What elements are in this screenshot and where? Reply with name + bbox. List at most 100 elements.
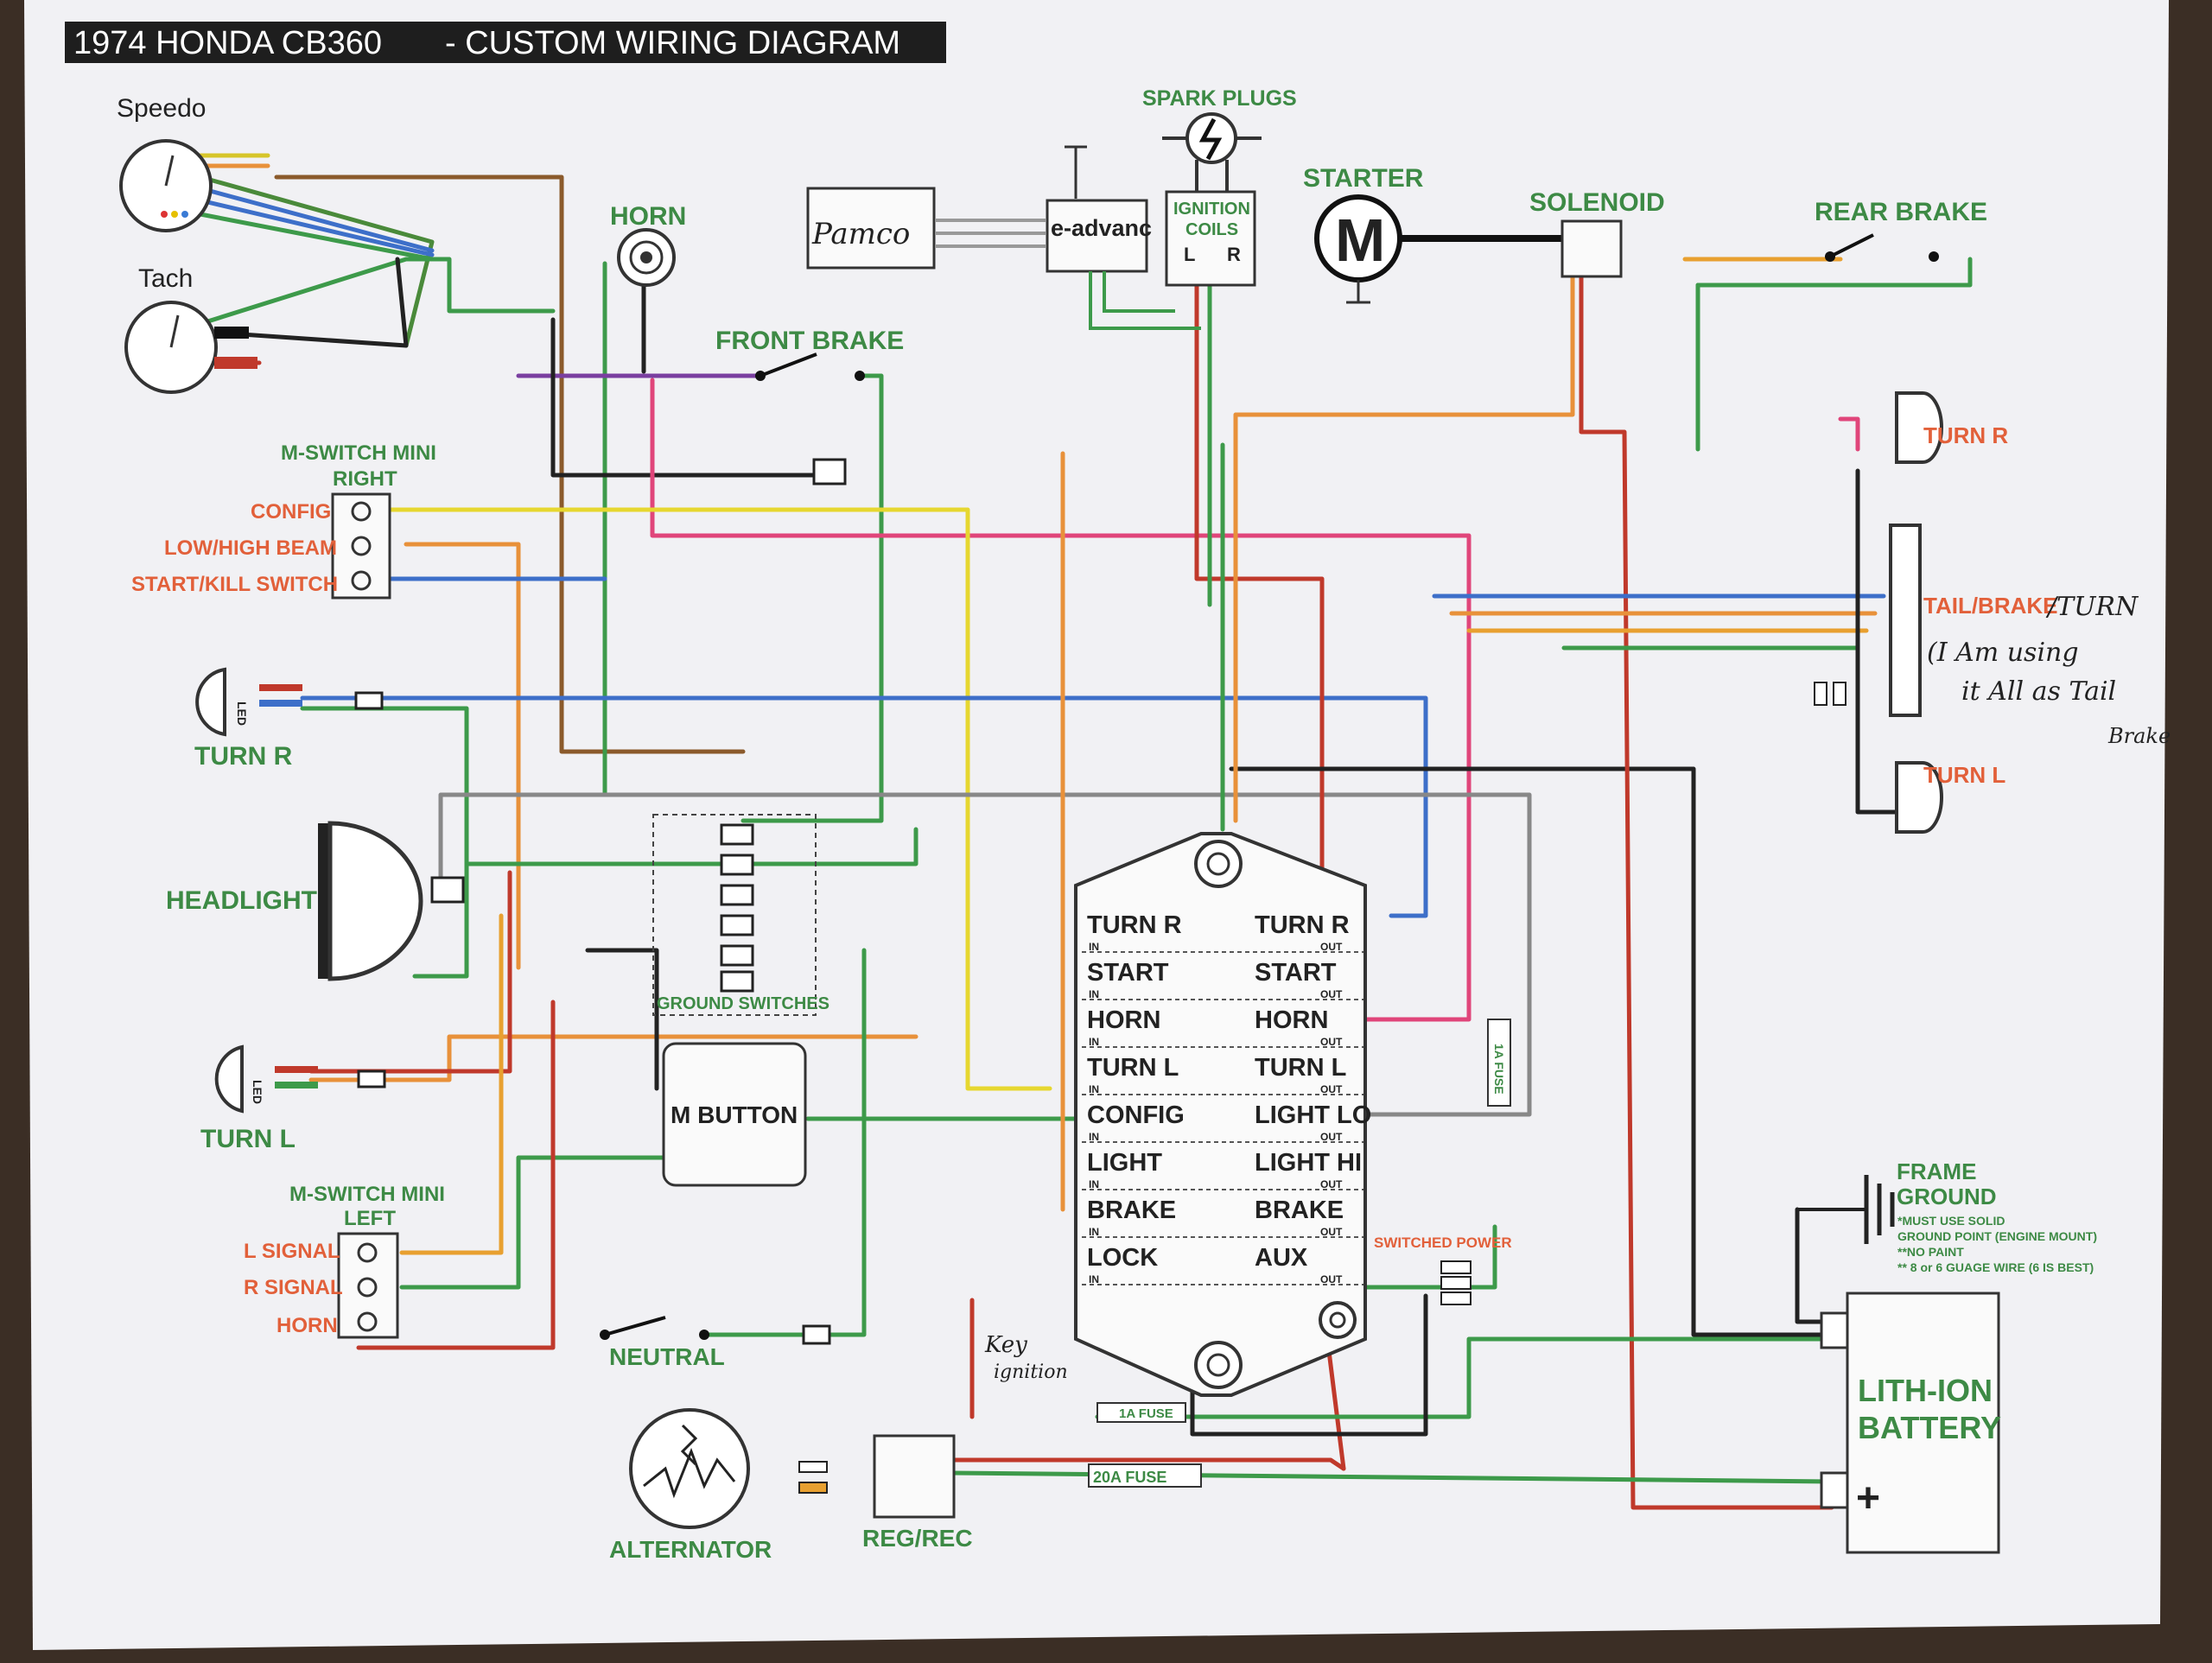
turn-l-front-led: LED — [251, 1080, 264, 1104]
munit-out-tag-6: OUT — [1320, 1226, 1343, 1238]
munit-in-5: LIGHT — [1087, 1149, 1162, 1177]
munit-in-tag-1: IN — [1089, 988, 1099, 1000]
munit-in-3: TURN L — [1087, 1054, 1179, 1082]
fuse-1a-bottom: 1A FUSE — [1096, 1402, 1186, 1423]
battery-line2: BATTERY — [1858, 1410, 2001, 1445]
speedo-label: Speedo — [117, 94, 206, 123]
coil-r-label: R — [1227, 244, 1241, 265]
mswitch-left: M-SWITCH MINI LEFT L SIGNAL R SIGNAL HOR… — [244, 1183, 445, 1339]
turn-l-front: LED TURN L — [200, 1044, 386, 1153]
starter-symbol: M — [1335, 206, 1385, 274]
turn-r-front-led: LED — [235, 701, 249, 726]
mswitch-left-r-signal: R SIGNAL — [244, 1276, 343, 1299]
front-brake-label: FRONT BRAKE — [715, 327, 904, 355]
turn-l-front-label: TURN L — [200, 1125, 296, 1153]
munit-in-tag-5: IN — [1089, 1178, 1099, 1190]
e-advance-label: e-advanc — [1051, 215, 1152, 241]
mswitch-left-l-signal: L SIGNAL — [244, 1240, 340, 1263]
hand-key-line2: ignition — [994, 1362, 1068, 1383]
frame-ground-line1: FRAME — [1897, 1158, 1976, 1184]
spark-plugs-label: SPARK PLUGS — [1142, 86, 1297, 111]
ignition-coils-line1: IGNITION — [1173, 200, 1250, 219]
battery-plus: + — [1856, 1476, 1880, 1521]
munit-out-tag-7: OUT — [1320, 1273, 1343, 1285]
ignition-coils-line2: COILS — [1185, 220, 1238, 239]
title-banner: 1974 HONDA CB360 - CUSTOM WIRING DIAGRAM — [65, 22, 946, 63]
horn: HORN — [610, 202, 686, 287]
fuse-1a-top-label: 1A FUSE — [1492, 1044, 1506, 1095]
handwritten-notes: /TURN (I Am using it All as Tail Brake K… — [984, 592, 2171, 1383]
frame-note2: GROUND POINT (ENGINE MOUNT) — [1897, 1229, 2097, 1243]
mswitch-right-beam: LOW/HIGH BEAM — [164, 536, 337, 560]
rear-brake-switch: REAR BRAKE — [1815, 198, 1987, 262]
tach-label: Tach — [138, 264, 193, 293]
title-model: 1974 HONDA CB360 — [73, 25, 382, 61]
m-button: M BUTTON — [662, 1042, 807, 1187]
wires — [183, 153, 1973, 1510]
solenoid-label: SOLENOID — [1529, 188, 1665, 217]
m-button-label: M BUTTON — [671, 1101, 798, 1128]
munit-out-tag-2: OUT — [1320, 1036, 1343, 1048]
munit-in-2: HORN — [1087, 1006, 1160, 1034]
munit-in-tag-2: IN — [1089, 1036, 1099, 1048]
turn-l-rear: TURN L — [1895, 761, 2005, 834]
munit-out-tag-1: OUT — [1320, 988, 1343, 1000]
munit-out-7: AUX — [1255, 1244, 1308, 1272]
munit-out-tag-0: OUT — [1320, 941, 1343, 953]
ignition-coils: IGNITION COILS L R — [1165, 190, 1256, 287]
munit-in-7: LOCK — [1087, 1244, 1158, 1272]
pamco-label: Pamco — [811, 217, 910, 251]
mswitch-right-start-kill: START/KILL SWITCH — [131, 573, 338, 596]
mswitch-right: M-SWITCH MINI RIGHT CONFIG LOW/HIGH BEAM… — [131, 441, 436, 600]
mswitch-left-title1: M-SWITCH MINI — [289, 1183, 445, 1206]
fuse-1a-top: 1A FUSE — [1487, 1019, 1511, 1107]
fuse-1a-bottom-label: 1A FUSE — [1119, 1406, 1173, 1421]
solenoid: SOLENOID — [1529, 188, 1665, 278]
tail-brake-light: TAIL/BRAKE — [1814, 524, 2058, 717]
mswitch-left-title2: LEFT — [344, 1207, 396, 1230]
munit-in-tag-4: IN — [1089, 1131, 1099, 1143]
frame-ground-line2: GROUND — [1897, 1184, 1997, 1209]
turn-r-rear: TURN R — [1895, 391, 2008, 464]
munit-in-1: START — [1087, 959, 1169, 987]
munit-out-tag-5: OUT — [1320, 1178, 1343, 1190]
reg-rec: REG/REC — [862, 1434, 973, 1552]
switched-power-label: SWITCHED POWER — [1374, 1235, 1512, 1251]
title-subtitle: - CUSTOM WIRING DIAGRAM — [445, 25, 900, 61]
frame-note4: ** 8 or 6 GUAGE WIRE (6 IS BEST) — [1897, 1260, 2094, 1274]
hand-turn-note: /TURN — [2045, 592, 2139, 622]
munit-in-0: TURN R — [1087, 911, 1182, 939]
munit-out-2: HORN — [1255, 1006, 1328, 1034]
munit-in-tag-0: IN — [1089, 941, 1099, 953]
starter-motor: STARTER M — [1303, 164, 1564, 304]
munit-in-tag-6: IN — [1089, 1226, 1099, 1238]
tach-gauge: Tach — [124, 264, 257, 394]
hand-key-line1: Key — [984, 1332, 1027, 1358]
frame-note1: *MUST USE SOLID — [1897, 1214, 2005, 1228]
starter-label: STARTER — [1303, 164, 1424, 193]
munit-in-tag-7: IN — [1089, 1273, 1099, 1285]
munit-out-3: TURN L — [1255, 1054, 1346, 1082]
munit-out-5: LIGHT HI — [1255, 1149, 1362, 1177]
munit-in-tag-3: IN — [1089, 1083, 1099, 1095]
spark-plugs: SPARK PLUGS — [1142, 86, 1297, 194]
lith-ion-battery: LITH-ION BATTERY + — [1820, 1292, 2001, 1554]
munit-in-6: BRAKE — [1087, 1196, 1176, 1224]
hand-note-line3: Brake — [2107, 724, 2171, 748]
headlight-label: HEADLIGHT — [166, 886, 317, 915]
tail-brake-label: TAIL/BRAKE — [1923, 593, 2058, 619]
rear-brake-label: REAR BRAKE — [1815, 198, 1987, 226]
e-advance-module: e-advanc — [1046, 145, 1201, 330]
ground-switches: GROUND SWITCHES — [652, 814, 830, 1016]
hand-note-line2: it All as Tail — [1961, 676, 2116, 707]
mswitch-right-title1: M-SWITCH MINI — [281, 441, 436, 465]
mswitch-left-horn: HORN — [276, 1314, 338, 1337]
front-brake-switch: FRONT BRAKE — [715, 327, 904, 486]
mswitch-right-config: CONFIG — [251, 500, 331, 524]
munit-out-6: BRAKE — [1255, 1196, 1344, 1224]
frame-note3: **NO PAINT — [1897, 1245, 1964, 1259]
reg-rec-label: REG/REC — [862, 1525, 973, 1552]
turn-r-front-label: TURN R — [194, 742, 293, 771]
